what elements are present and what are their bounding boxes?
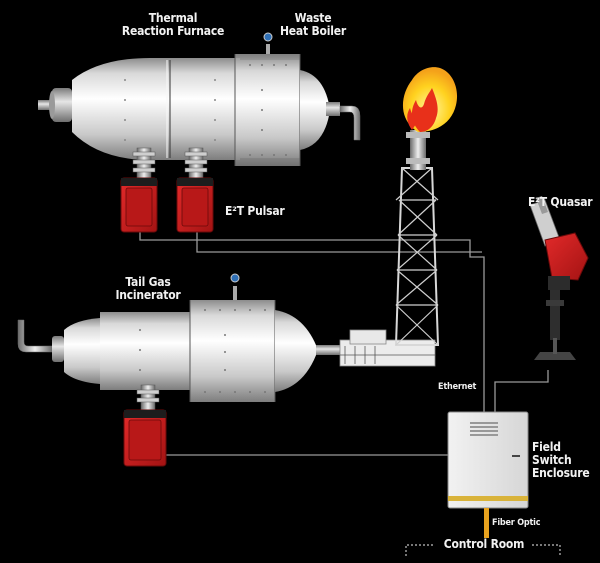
fiber-optic-label: Fiber Optic [492, 518, 541, 528]
control-room-label: Control Room [443, 537, 525, 551]
et-quasar-label: E²T Quasar [528, 195, 593, 209]
flare-stack-icon [339, 130, 440, 367]
thermal-reaction-furnace [38, 32, 361, 179]
ethernet-label: Ethernet [438, 382, 477, 392]
field-switch-enclosure-label: Field Switch Enclosure [532, 440, 590, 480]
pressure-gauge-icon [230, 273, 240, 300]
tail-gas-incinerator [17, 273, 344, 412]
signal-cables [139, 228, 549, 456]
waste-heat-boiler-label: Waste Heat Boiler [279, 11, 347, 38]
et-pulsar-label: E²T Pulsar [225, 204, 285, 218]
enclosure-icon [447, 411, 529, 509]
analyzer-icon [120, 177, 214, 233]
control-room-outline [405, 544, 561, 556]
fiber-optic-line [484, 508, 489, 538]
pressure-gauge-icon [263, 32, 273, 54]
tail-gas-incinerator-label: Tail Gas Incinerator [115, 275, 181, 302]
quasar-analyzer [529, 196, 589, 360]
flame-icon [402, 67, 458, 132]
thermal-reaction-furnace-label: Thermal Reaction Furnace [121, 11, 225, 38]
analyzer-icon [123, 409, 167, 467]
